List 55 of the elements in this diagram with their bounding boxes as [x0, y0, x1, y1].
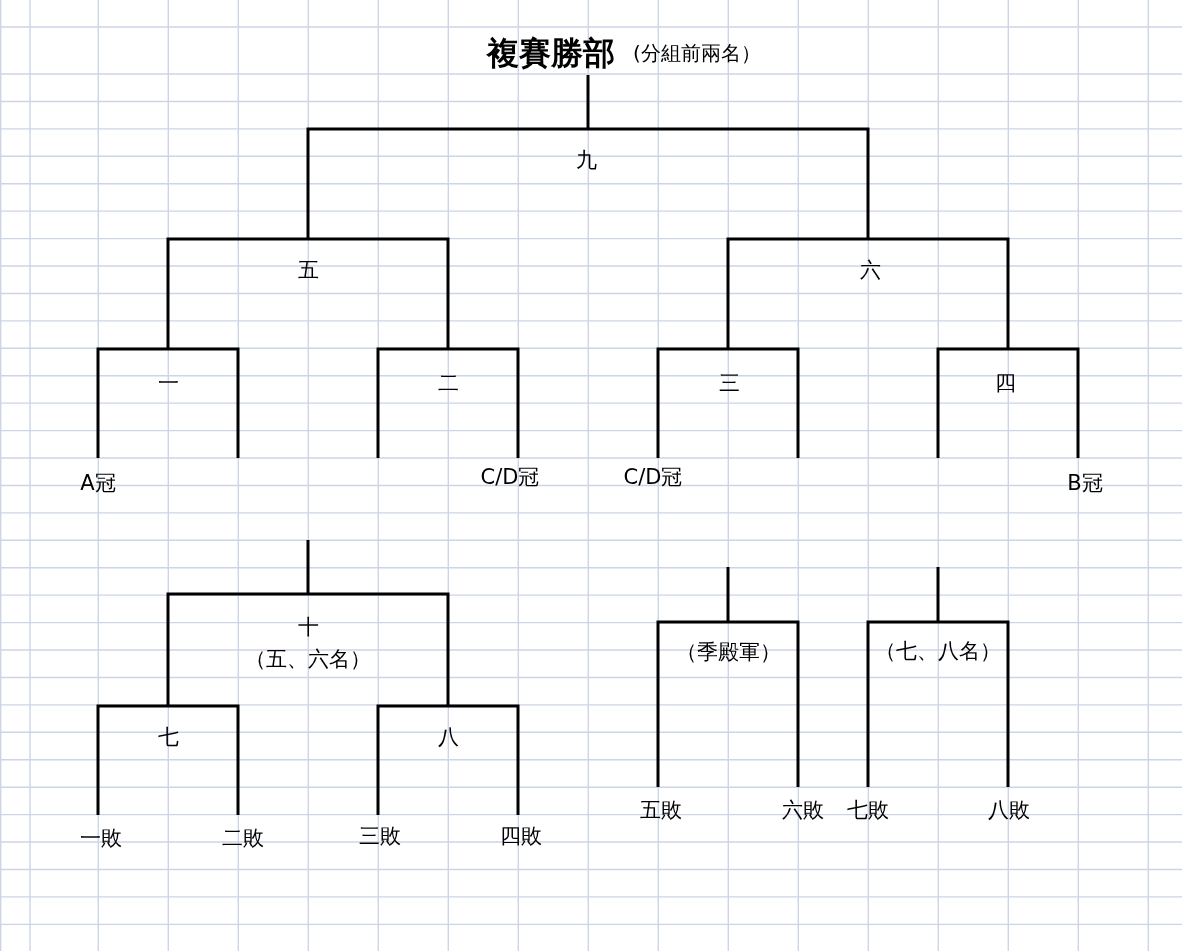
entrant-label: 四敗 — [500, 825, 542, 847]
match-number: 六 — [859, 259, 881, 281]
bracket-line — [306, 127, 588, 239]
bracket-line — [656, 620, 728, 787]
bracket-line — [656, 347, 728, 458]
bracket-line — [726, 567, 730, 622]
bracket-line — [728, 620, 800, 787]
bracket-line — [308, 237, 450, 349]
bracket-line — [376, 704, 448, 815]
bracket-line — [306, 540, 310, 594]
entrant-label: 七敗 — [847, 799, 889, 821]
bracket-line — [868, 237, 1010, 349]
bracket-line — [936, 567, 940, 622]
match-number: 四 — [994, 372, 1016, 394]
bracket-line — [588, 127, 870, 239]
match-number: 十 — [297, 616, 319, 638]
bracket-line — [168, 704, 240, 815]
match-number: 五 — [297, 259, 319, 281]
match-number: 一 — [157, 372, 179, 394]
entrant-label: 二敗 — [222, 827, 264, 849]
bracket-line — [96, 347, 168, 458]
entrant-label: 一敗 — [80, 827, 122, 849]
entrant-label: B冠 — [1067, 472, 1103, 494]
bracket-line — [166, 237, 308, 349]
bracket-line — [728, 347, 800, 458]
bracket-line — [448, 347, 520, 458]
bracket-line — [1008, 347, 1080, 458]
match-number: 二 — [437, 372, 459, 394]
placement-note: （季殿軍） — [675, 641, 781, 663]
bracket-line — [448, 704, 520, 815]
match-number: 九 — [575, 149, 597, 171]
bracket-line — [866, 620, 938, 787]
bracket-line — [938, 620, 1010, 787]
match-number: 七 — [157, 726, 179, 748]
bracket-line — [376, 347, 448, 458]
entrant-label: 五敗 — [640, 799, 682, 821]
match-number: 八 — [437, 726, 459, 748]
bracket-line — [726, 237, 868, 349]
title: 複賽勝部 — [487, 35, 615, 71]
bracket-line — [96, 704, 168, 815]
entrant-label: 八敗 — [988, 799, 1030, 821]
match-number: 三 — [718, 372, 740, 394]
entrant-label: A冠 — [80, 472, 116, 494]
bracket-line — [936, 347, 1008, 458]
entrant-label: C/D冠 — [623, 466, 683, 488]
entrant-label: 六敗 — [782, 799, 824, 821]
entrant-label: C/D冠 — [480, 466, 540, 488]
placement-note: （七、八名） — [875, 640, 1001, 662]
bracket-line — [586, 75, 590, 129]
placement-note: （五、六名） — [245, 648, 371, 670]
bracket-line — [166, 592, 308, 706]
subtitle: (分組前兩名） — [633, 41, 761, 65]
bracket-line — [308, 592, 450, 706]
entrant-label: 三敗 — [359, 825, 401, 847]
bracket-line — [168, 347, 240, 458]
